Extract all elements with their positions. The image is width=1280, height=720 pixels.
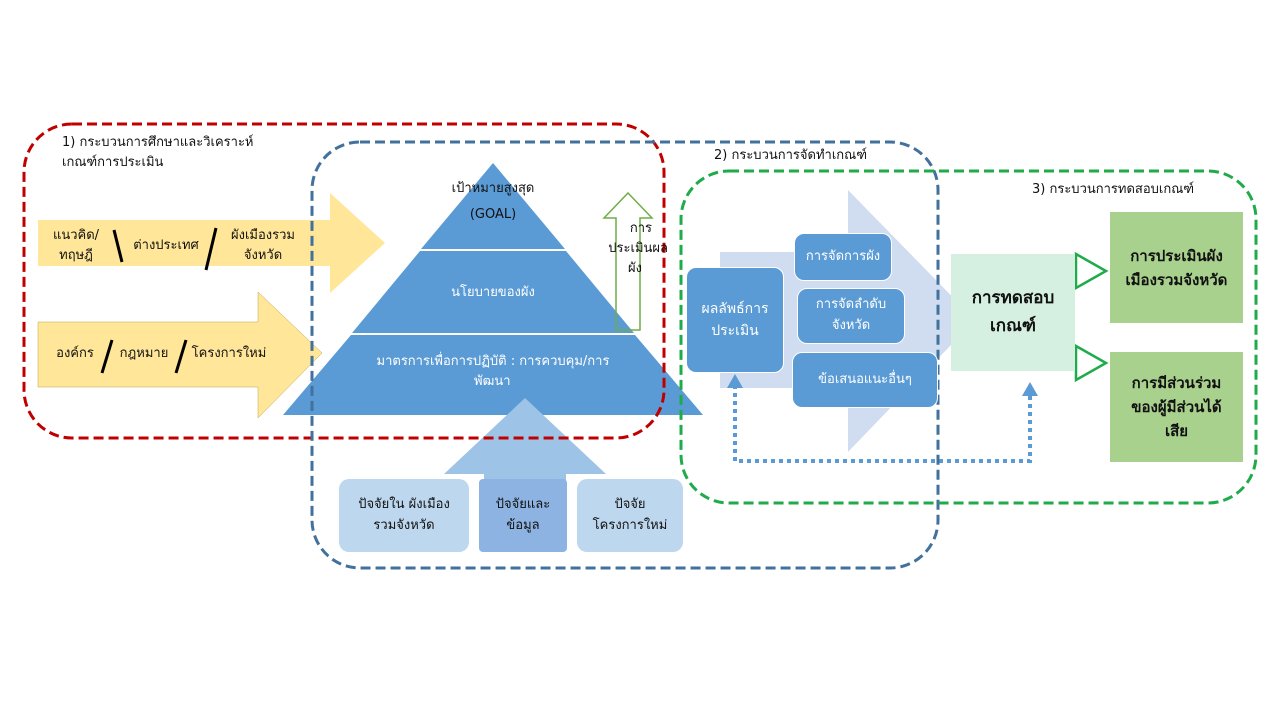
results-main-box: ผลลัพธ์การ ประเมิน: [686, 267, 784, 373]
input-concept-theory: แนวคิด/ ทฤษฎี: [44, 226, 108, 266]
input-foreign: ต่างประเทศ: [133, 238, 199, 253]
process2-title: 2) กระบวนการจัดทำเกณฑ์: [714, 148, 867, 163]
results-plan-management-box: การจัดการผัง: [794, 233, 892, 281]
outcome-participation-line2: ของผู้มีส่วนได้: [1131, 398, 1222, 416]
goal-line2: (GOAL): [469, 207, 517, 223]
measures-line1: มาตรการเพื่อการปฏิบัติ : การควบคุม/การ: [376, 354, 610, 369]
results-ranking-line2: จังหวัด: [831, 318, 871, 333]
goal-line1: เป้าหมายสูงสุด: [451, 181, 535, 196]
feedback-dotted-line: [733, 385, 1032, 463]
slash-icon: [112, 229, 124, 263]
input-law: กฎหมาย: [119, 346, 169, 361]
factor-new-project-box: ปัจจัย โครงการใหม่: [577, 479, 683, 552]
results-province-ranking-box: การจัดลำดับ จังหวัด: [797, 288, 905, 344]
factor-plan-line1: ปัจจัยใน ผังเมือง: [358, 496, 450, 512]
results-other-suggestions-box: ข้อเสนอแนะอื่นๆ: [792, 352, 938, 408]
pyramid-goal-tier: [421, 163, 565, 249]
slash-icon: [174, 339, 188, 374]
evaluation-up-arrow: [602, 191, 654, 331]
outcome-plan-line1: การประเมินผัง: [1130, 246, 1223, 265]
factor-plan-line2: รวมจังหวัด: [373, 517, 435, 533]
factor-new-project-line1: ปัจจัย: [614, 496, 646, 512]
outcome-participation-line3: เสีย: [1164, 422, 1189, 440]
input-provincial-plan-line1: ผังเมืองรวม: [231, 228, 295, 243]
pyramid-measures-tier: [283, 335, 703, 415]
results-ranking-line1: การจัดลำดับ: [815, 297, 887, 313]
process1-boundary: [22, 122, 666, 440]
results-main-line1: ผลลัพธ์การ: [701, 300, 769, 317]
process1-title-line2: เกณฑ์การประเมิน: [62, 155, 164, 171]
outcome-triangle-icon: [1074, 343, 1109, 383]
process3-title: 3) กระบวนการทดสอบเกณฑ์: [1032, 182, 1195, 197]
input-organization: องค์กร: [56, 346, 94, 361]
arrowhead-icon: [1022, 382, 1038, 396]
arrowhead-icon: [727, 374, 743, 388]
outcome-plan-evaluation-box: การประเมินผัง เมืองรวมจังหวัด: [1110, 212, 1243, 323]
pyramid-policy-text: นโยบายของผัง: [451, 285, 535, 300]
process2-boundary: [310, 140, 940, 570]
slash-icon: [204, 227, 218, 271]
outcome-participation-box: การมีส่วนร่วม ของผู้มีส่วนได้ เสีย: [1110, 352, 1243, 462]
pyramid-policy-tier: [352, 251, 634, 333]
slash-icon: [100, 339, 114, 374]
factor-data-line1: ปัจจัยและ: [495, 496, 551, 512]
process3-boundary: [679, 169, 1258, 505]
input-concept-line2: ทฤษฎี: [59, 248, 93, 264]
criteria-test-line1: การทดสอบ: [971, 288, 1055, 309]
input-provincial-plan: ผังเมืองรวม จังหวัด: [220, 226, 306, 266]
factor-plan-box: ปัจจัยใน ผังเมือง รวมจังหวัด: [339, 479, 469, 552]
factor-data-line2: ข้อมูล: [506, 517, 540, 533]
measures-line2: พัฒนา: [474, 374, 511, 390]
outcome-triangle-icon: [1074, 251, 1109, 291]
evaluation-line2: ประเมินผล: [608, 241, 668, 257]
outcome-participation-line1: การมีส่วนร่วม: [1131, 374, 1222, 392]
evaluation-line3: ผัง: [628, 261, 642, 277]
factor-data-box: ปัจจัยและ ข้อมูล: [479, 479, 567, 552]
process1-title: 1) กระบวนการศึกษาและวิเคราะห์ เกณฑ์การปร…: [62, 133, 254, 173]
evaluation-label: การ ประเมินผล ผัง: [592, 219, 668, 279]
results-main-line2: ประเมิน: [711, 323, 759, 339]
process1-title-line1: 1) กระบวนการศึกษาและวิเคราะห์: [62, 135, 254, 150]
input-concept-line1: แนวคิด/: [52, 228, 100, 243]
input-provincial-plan-line2: จังหวัด: [243, 248, 283, 264]
criteria-test-box: การทดสอบ เกณฑ์: [951, 254, 1075, 371]
pyramid-measures-text: มาตรการเพื่อการปฏิบัติ : การควบคุม/การ พ…: [340, 352, 646, 392]
factor-new-project-line2: โครงการใหม่: [592, 517, 668, 533]
input-new-project: โครงการใหม่: [191, 346, 267, 361]
outcome-plan-line2: เมืองรวมจังหวัด: [1125, 270, 1228, 289]
criteria-test-line2: เกณฑ์: [990, 315, 1036, 336]
evaluation-line1: การ: [629, 221, 652, 236]
pyramid-goal-text: เป้าหมายสูงสุด (GOAL): [433, 179, 553, 225]
